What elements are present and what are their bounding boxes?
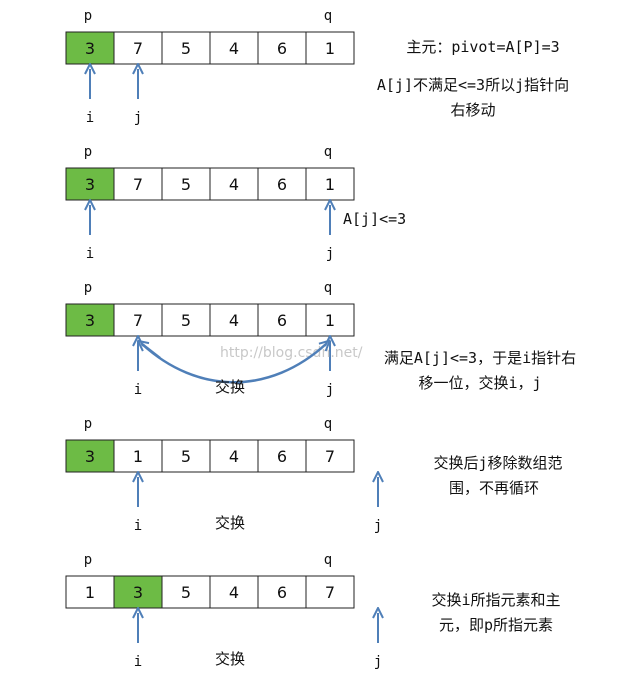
watermark-text: http://blog.csdn.net/: [220, 345, 363, 361]
cell-value: 4: [229, 175, 239, 194]
swap-label: 交换: [215, 378, 245, 396]
cell-value: 4: [229, 583, 239, 602]
p-label: p: [84, 8, 92, 24]
pivot-cell: [65, 167, 115, 201]
cell-value: 1: [325, 311, 335, 330]
pivot-cell: [65, 439, 115, 473]
array-cell: [209, 167, 259, 201]
step-note-line: 右移动: [450, 101, 495, 119]
cell-value: 7: [133, 311, 143, 330]
cell-value: 1: [325, 175, 335, 194]
cell-value: 7: [325, 447, 335, 466]
i-label: i: [134, 382, 142, 398]
cell-value: 6: [277, 583, 287, 602]
q-label: q: [324, 8, 332, 24]
array-cell: [113, 31, 163, 65]
cell-value: 1: [325, 39, 335, 58]
cell-value: 7: [133, 39, 143, 58]
array-cell: [113, 303, 163, 337]
j-label: j: [134, 110, 142, 126]
p-label: p: [84, 144, 92, 160]
array-cell: [161, 167, 211, 201]
cell-value: 6: [277, 175, 287, 194]
cell-value: 5: [181, 39, 191, 58]
step-3: p q 3 7 5 4 6 1 i j http://blog.csdn.net/交换 满足A[j]<…: [65, 280, 576, 398]
cell-value: 3: [85, 39, 95, 58]
q-label: q: [324, 416, 332, 432]
array-cell: [65, 575, 115, 609]
cell-value: 3: [133, 583, 143, 602]
side-note: A[j]<=3: [343, 210, 406, 228]
p-label: p: [84, 552, 92, 568]
step-note-line: 元，即p所指元素: [439, 616, 553, 634]
cell-value: 5: [181, 583, 191, 602]
step-1: p q 3 7 5 4 6 1 i j 主元：pivot=A[P]=3A[j]不满足<=3所以j指针…: [65, 8, 569, 126]
swap-arrow-back: [142, 344, 161, 359]
cell-value: 1: [85, 583, 95, 602]
array-cell: [305, 303, 355, 337]
step-note-line: A[j]不满足<=3所以j指针向: [377, 76, 569, 94]
pivot-cell: [113, 575, 163, 609]
array-cell: [305, 167, 355, 201]
swap-arrow: [141, 344, 326, 384]
array-cell: [257, 167, 307, 201]
cell-value: 6: [277, 311, 287, 330]
array-cell: [257, 439, 307, 473]
cell-value: 7: [325, 583, 335, 602]
array-cell: [209, 575, 259, 609]
step-note-line: 交换i所指元素和主: [431, 591, 560, 609]
cell-value: 3: [85, 311, 95, 330]
array-cell: [161, 439, 211, 473]
array-cell: [161, 31, 211, 65]
array-cell: [113, 167, 163, 201]
q-label: q: [324, 552, 332, 568]
step-note-line: 满足A[j]<=3，于是i指针右: [384, 349, 576, 367]
array-cell: [161, 575, 211, 609]
p-label: p: [84, 280, 92, 296]
cell-value: 3: [85, 447, 95, 466]
cell-value: 1: [133, 447, 143, 466]
array-cell: [305, 439, 355, 473]
swap-label: 交换: [215, 650, 245, 668]
j-label: j: [374, 654, 382, 670]
cell-value: 3: [85, 175, 95, 194]
q-label: q: [324, 280, 332, 296]
array-cell: [257, 31, 307, 65]
step-note-line: 围，不再循环: [449, 479, 539, 497]
i-label: i: [134, 654, 142, 670]
step-note-line: 主元：pivot=A[P]=3: [406, 38, 559, 56]
pivot-cell: [65, 303, 115, 337]
cell-value: 5: [181, 175, 191, 194]
cell-value: 4: [229, 447, 239, 466]
cell-value: 5: [181, 311, 191, 330]
cell-value: 4: [229, 39, 239, 58]
cell-value: 5: [181, 447, 191, 466]
array-cell: [305, 575, 355, 609]
pivot-cell: [65, 31, 115, 65]
swap-label: 交换: [215, 514, 245, 532]
step-2: p q 3 7 5 4 6 1 i j A[j]<=3: [65, 144, 406, 262]
p-label: p: [84, 416, 92, 432]
cell-value: 6: [277, 39, 287, 58]
array-cell: [209, 439, 259, 473]
i-label: i: [134, 518, 142, 534]
j-label: j: [374, 518, 382, 534]
step-note-line: 移一位，交换i，j: [418, 374, 541, 392]
cell-value: 6: [277, 447, 287, 466]
j-label: j: [326, 246, 334, 262]
i-label: i: [86, 246, 94, 262]
cell-value: 4: [229, 311, 239, 330]
j-label: j: [326, 382, 334, 398]
q-label: q: [324, 144, 332, 160]
cell-value: 7: [133, 175, 143, 194]
i-label: i: [86, 110, 94, 126]
array-cell: [305, 31, 355, 65]
step-note-line: 交换后j移除数组范: [433, 454, 562, 472]
